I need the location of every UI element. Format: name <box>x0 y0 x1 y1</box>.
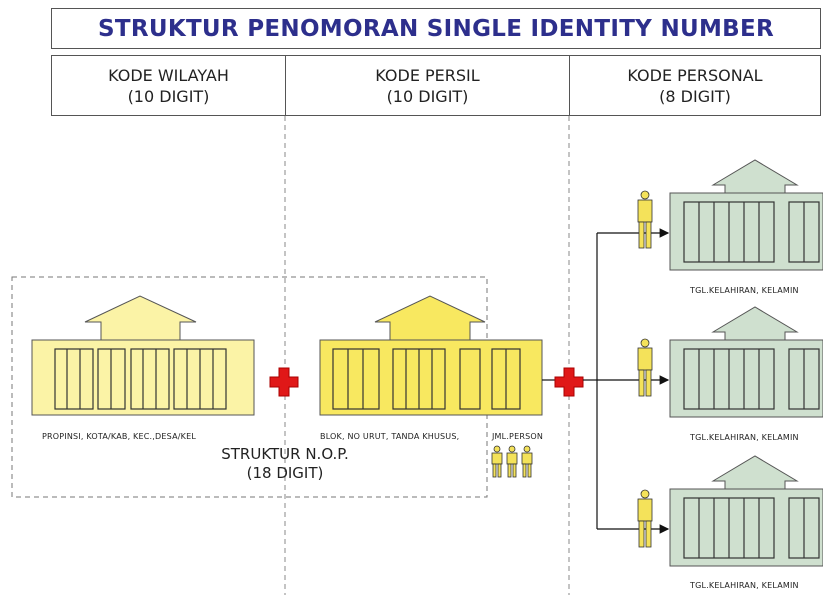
personal-caption-3: TGL.KELAHIRAN, KELAMIN <box>690 581 799 590</box>
column-digits: (10 DIGIT) <box>127 86 210 106</box>
persil-block <box>319 295 543 416</box>
wilayah-caption: PROPINSI, KOTA/KAB, KEC.,DESA/KEL <box>42 432 197 441</box>
personal-caption-1: TGL.KELAHIRAN, KELAMIN <box>690 286 799 295</box>
column-name: KODE PERSIL <box>375 65 480 85</box>
personal-caption-2: TGL.KELAHIRAN, KELAMIN <box>690 433 799 442</box>
person-icon <box>637 338 653 397</box>
nop-digits: (18 DIGIT) <box>246 464 324 482</box>
people-group-icon <box>491 445 533 478</box>
personal-block-1 <box>669 159 823 271</box>
plus-icon <box>554 367 584 397</box>
person-icon <box>637 190 653 249</box>
nop-label: STRUKTUR N.O.P. (18 DIGIT) <box>205 445 365 483</box>
person-icon <box>637 489 653 548</box>
column-header-wilayah: KODE WILAYAH (10 DIGIT) <box>51 55 286 116</box>
person-caption: JML.PERSON <box>492 432 544 441</box>
column-digits: (8 DIGIT) <box>659 86 731 106</box>
personal-block-2 <box>669 306 823 418</box>
wilayah-block <box>31 295 255 416</box>
diagram-title: STRUKTUR PENOMORAN SINGLE IDENTITY NUMBE… <box>51 8 821 49</box>
plus-icon <box>269 367 299 397</box>
column-name: KODE WILAYAH <box>108 65 229 85</box>
persil-caption: BLOK, NO URUT, TANDA KHUSUS, <box>320 432 460 441</box>
column-header-persil: KODE PERSIL (10 DIGIT) <box>285 55 570 116</box>
column-header-personal: KODE PERSONAL (8 DIGIT) <box>569 55 821 116</box>
nop-name: STRUKTUR N.O.P. <box>221 445 349 463</box>
column-digits: (10 DIGIT) <box>386 86 469 106</box>
personal-block-3 <box>669 455 823 567</box>
column-name: KODE PERSONAL <box>627 65 763 85</box>
